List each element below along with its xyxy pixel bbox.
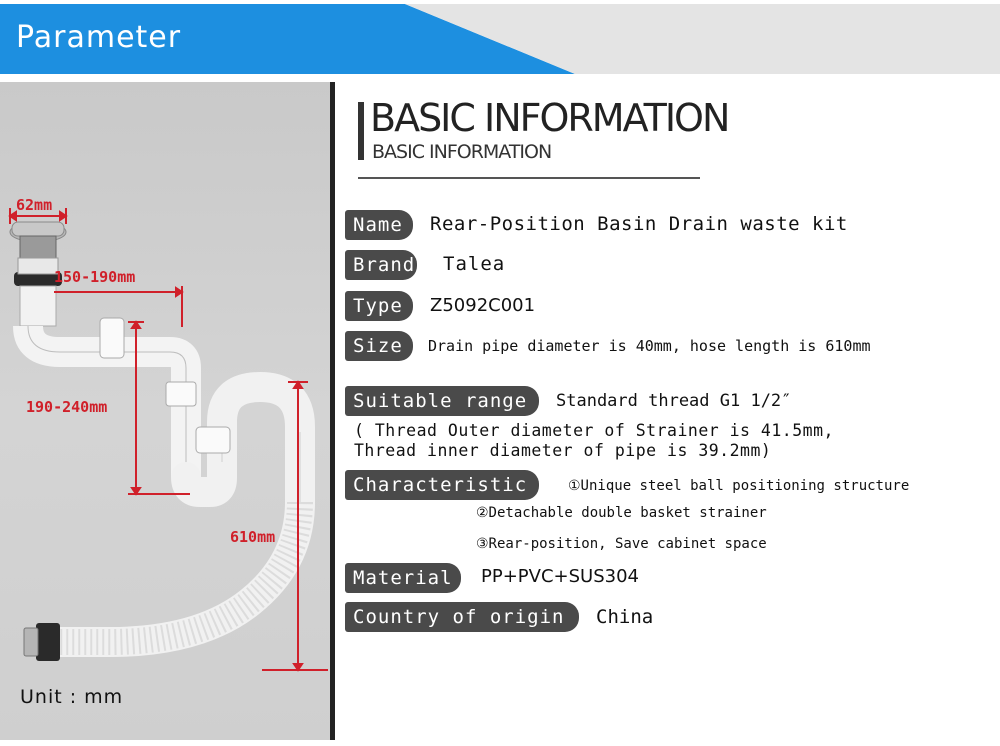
- heading-underline: [358, 177, 700, 179]
- label-size: Size: [345, 331, 413, 361]
- suitable-range-note-2: Thread inner diameter of pipe is 39.2mm): [354, 441, 772, 460]
- value-material: PP+PVC+SUS304: [481, 566, 639, 587]
- value-country-of-origin: China: [596, 606, 654, 628]
- value-name: Rear-Position Basin Drain waste kit: [430, 213, 848, 235]
- characteristic-item: ②Detachable double basket strainer: [476, 505, 767, 521]
- characteristic-item: ①Unique steel ball positioning structure: [568, 478, 910, 494]
- unit-label: Unit : mm: [20, 686, 124, 708]
- basic-info-title: BASIC INFORMATION: [370, 96, 730, 140]
- header-blue-shape: [0, 4, 1000, 74]
- dimension-horizontal-length: 150-190mm: [54, 268, 136, 286]
- panel-divider: [330, 82, 335, 742]
- bottom-border: [0, 740, 1000, 746]
- value-size: Drain pipe diameter is 40mm, hose length…: [428, 337, 871, 355]
- label-country-of-origin: Country of origin: [345, 602, 579, 632]
- label-name: Name: [345, 210, 413, 240]
- label-brand: Brand: [345, 250, 417, 280]
- value-brand: Talea: [443, 253, 506, 275]
- dimension-hose-length: 610mm: [230, 528, 276, 546]
- drain-kit-illustration: [8, 208, 328, 672]
- suitable-range-note-1: ( Thread Outer diameter of Strainer is 4…: [354, 421, 834, 440]
- label-suitable-range: Suitable range: [345, 386, 539, 416]
- dimension-vertical-height: 190-240mm: [26, 398, 108, 416]
- label-characteristic: Characteristic: [345, 470, 539, 500]
- label-type: Type: [345, 291, 413, 321]
- header-title: Parameter: [16, 20, 182, 55]
- value-suitable-range: Standard thread G1 1/2″: [556, 391, 792, 411]
- dimension-strainer-width: 62mm: [16, 196, 53, 214]
- heading-accent-bar: [358, 102, 364, 160]
- product-image-panel: 62mm 150-190mm 190-240mm 610mm: [0, 82, 330, 742]
- label-material: Material: [345, 563, 461, 593]
- header-banner: Parameter: [0, 0, 1000, 80]
- characteristic-item: ③Rear-position, Save cabinet space: [476, 536, 767, 552]
- basic-info-subtitle: BASIC INFORMATION: [372, 141, 552, 163]
- value-type: Z5092C001: [430, 295, 536, 316]
